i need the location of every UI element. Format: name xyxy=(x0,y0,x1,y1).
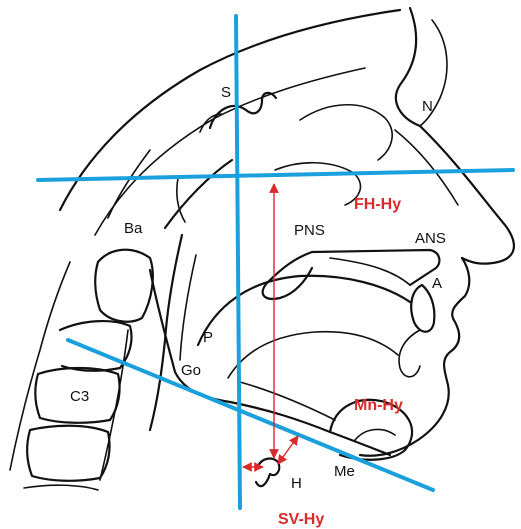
sella-turcica xyxy=(210,93,276,128)
spinal-canal xyxy=(100,330,128,480)
measurement-label-mn-hy: Mn-Hy xyxy=(354,397,403,414)
landmark-label-n: N xyxy=(422,98,433,115)
dens-c2 xyxy=(95,250,153,322)
lower-incisor xyxy=(399,330,420,377)
landmark-label-h: H xyxy=(291,475,302,492)
palate-lower xyxy=(330,258,410,285)
mandible-ramus xyxy=(150,270,230,402)
sella-vertical-line xyxy=(236,16,240,508)
occipital-contour xyxy=(108,150,150,218)
mandible-body-inner xyxy=(240,382,335,420)
hyoid-bone xyxy=(256,459,279,487)
clivus xyxy=(165,160,232,228)
landmark-label-c3: C3 xyxy=(70,388,89,405)
lips-soft-tissue xyxy=(360,258,469,456)
landmark-label-a: A xyxy=(432,275,442,292)
landmark-label-ans: ANS xyxy=(415,230,446,247)
orbit-contour xyxy=(300,105,392,160)
measurement-label-sv-hy: SV-Hy xyxy=(278,511,324,528)
anterior-pharynx xyxy=(180,255,196,360)
zygoma-contour xyxy=(275,163,360,205)
frankfort-horizontal-line xyxy=(38,170,513,180)
c5-partial xyxy=(24,485,98,490)
posterior-pharyngeal-wall xyxy=(150,235,182,430)
c4-body xyxy=(27,426,109,481)
landmark-label-p: P xyxy=(203,329,213,346)
landmark-label-ba: Ba xyxy=(124,220,143,237)
landmark-label-s: S xyxy=(221,84,231,101)
landmark-label-me: Me xyxy=(334,463,355,480)
nasal-contour xyxy=(395,130,458,205)
tongue-base xyxy=(228,332,398,378)
measurement-label-fh-hy: FH-Hy xyxy=(354,196,401,213)
forehead-profile xyxy=(396,8,420,126)
tongue-dorsum xyxy=(198,276,410,345)
mental-contour xyxy=(355,429,395,440)
mastoid-contour xyxy=(177,178,185,222)
mn-hy-arrow xyxy=(278,436,298,464)
upper-incisor xyxy=(411,285,434,332)
landmark-label-go: Go xyxy=(181,362,201,379)
landmark-label-pns: PNS xyxy=(294,222,325,239)
